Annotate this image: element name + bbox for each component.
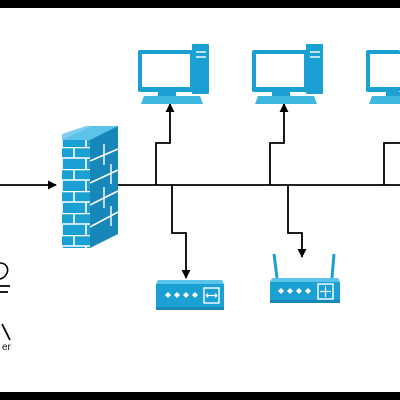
link-wireless-router — [287, 185, 307, 258]
partial-device-connector — [0, 285, 11, 341]
switch-node — [156, 280, 224, 310]
brick-wall-icon — [62, 126, 119, 248]
partial-device-icon — [0, 262, 9, 280]
wireless-router-icon — [270, 253, 340, 303]
desktop-computer-icon — [252, 44, 323, 104]
network-switch-icon — [156, 280, 224, 310]
computer-node-2 — [252, 44, 323, 104]
link-computer-2 — [269, 103, 289, 185]
partial-device-node — [0, 262, 9, 280]
computer-node-3 — [366, 50, 400, 104]
link-computer-1 — [155, 103, 175, 185]
wireless-router-node — [270, 253, 340, 303]
desktop-computer-icon — [138, 44, 209, 104]
link-computer-3 — [383, 142, 400, 185]
firewall-node — [62, 126, 119, 248]
computer-node-1 — [138, 44, 209, 104]
connections — [0, 103, 400, 341]
partial-device-label: er — [2, 342, 11, 353]
desktop-computer-icon — [366, 50, 400, 104]
link-switch — [171, 185, 191, 279]
